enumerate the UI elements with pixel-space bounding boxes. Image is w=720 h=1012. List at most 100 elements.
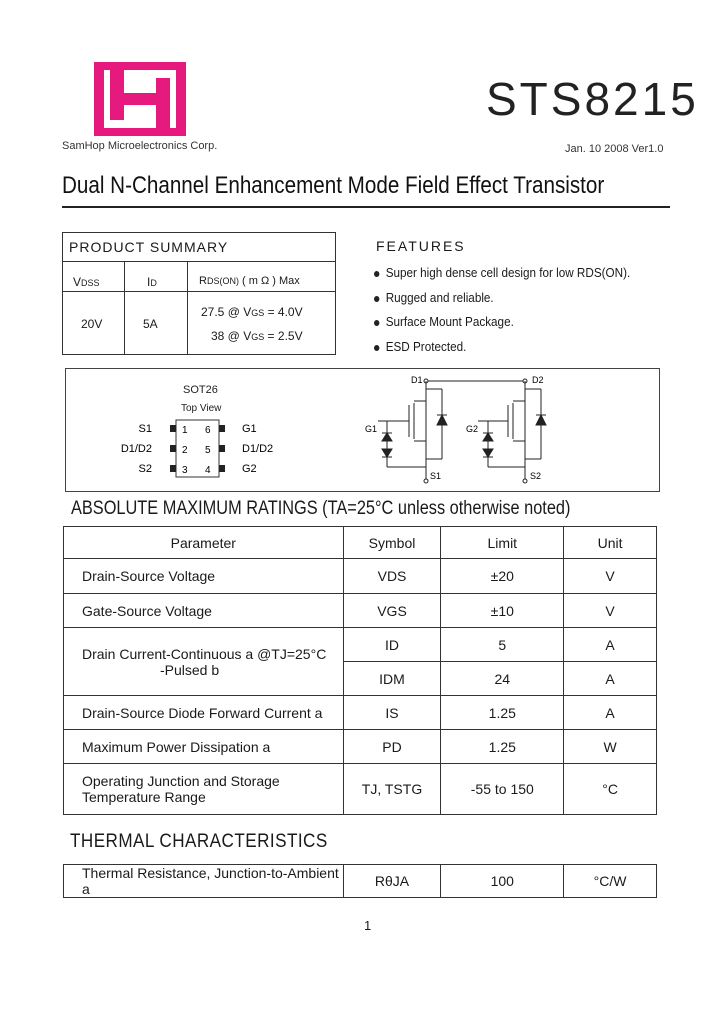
- header-symbol: Symbol: [342, 526, 442, 559]
- schematic-label: G1: [365, 424, 377, 434]
- unit-cell: A: [563, 627, 657, 662]
- limit-cell: -55 to 150: [440, 763, 565, 815]
- abs-max-condition: (TA=25°C unless otherwise noted): [322, 498, 571, 519]
- schematic-label: G2: [466, 424, 478, 434]
- unit-cell: V: [563, 593, 657, 628]
- unit-cell: °C/W: [563, 864, 657, 898]
- param-cell: Drain Current-Continuous a @TJ=25°C -Pul…: [63, 627, 344, 696]
- limit-cell: 100: [440, 864, 565, 898]
- header-parameter: Parameter: [63, 526, 344, 559]
- symbol-cell: ID: [342, 627, 442, 662]
- package-view: Top View: [181, 403, 222, 414]
- unit-cell: °C: [563, 763, 657, 815]
- product-summary-columns: [63, 261, 335, 292]
- symbol-cell: IS: [342, 695, 442, 730]
- package-name: SOT26: [183, 384, 218, 396]
- param-cell: Gate-Source Voltage: [63, 593, 344, 628]
- rds-value-2: 38 @ VGS = 2.5V: [211, 329, 303, 343]
- pin-label: G2: [242, 463, 257, 475]
- symbol-cell: VGS: [342, 593, 442, 628]
- rds-value-1: 27.5 @ VGS = 4.0V: [201, 305, 303, 319]
- schematic-label: S1: [430, 471, 441, 481]
- mosfet-1-schematic: [378, 378, 528, 484]
- param-cell: Thermal Resistance, Junction-to-Ambient …: [63, 864, 344, 898]
- divider: [124, 261, 125, 354]
- table-row: Operating Junction and Storage Temperatu…: [63, 763, 657, 815]
- header-limit: Limit: [440, 526, 565, 559]
- unit-cell: V: [563, 558, 657, 594]
- pin-label: S2: [139, 463, 152, 475]
- table-row: Maximum Power Dissipation a PD 1.25 W: [63, 729, 657, 764]
- limit-cell: ±10: [440, 593, 565, 628]
- schematic-label: D1: [411, 375, 423, 385]
- thermal-title: THERMAL CHARACTERISTICS: [70, 831, 328, 852]
- table-row: Thermal Resistance, Junction-to-Ambient …: [63, 864, 657, 898]
- pin-number: 4: [205, 465, 211, 476]
- mosfet-2-schematic: [478, 381, 547, 484]
- page-number: 1: [364, 918, 372, 933]
- pin-pad: [219, 425, 225, 432]
- header-unit: Unit: [563, 526, 657, 559]
- vdss-value: 20V: [81, 317, 103, 331]
- pinout-diagram-box: SOT26 Top View 1 2 3 6 5 4 S1 D1/D2 S2 G…: [65, 368, 660, 492]
- table-row: Drain-Source Diode Forward Current a IS …: [63, 695, 657, 730]
- pin-number: 1: [182, 425, 188, 436]
- pinout-diagram: SOT26 Top View 1 2 3 6 5 4 S1 D1/D2 S2 G…: [121, 375, 547, 484]
- col-vdss: VDSS: [73, 275, 100, 289]
- abs-max-title: ABSOLUTE MAXIMUM RATINGS (TA=25°C unless…: [71, 498, 571, 519]
- limit-cell: 1.25: [440, 729, 565, 764]
- table-row: Drain Current-Continuous a @TJ=25°C -Pul…: [63, 627, 657, 696]
- param-cell: Drain-Source Diode Forward Current a: [63, 695, 344, 730]
- schematic-label: S2: [530, 471, 541, 481]
- table-row: Drain-Source Voltage VDS ±20 V: [63, 558, 657, 594]
- symbol-cell: RθJA: [342, 864, 442, 898]
- samhop-logo: [94, 62, 186, 136]
- title-rule: [62, 206, 670, 208]
- feature-item: ESD Protected.: [374, 339, 630, 364]
- pin-number: 3: [182, 465, 188, 476]
- pin-label: D1/D2: [121, 443, 152, 455]
- table-header-row: Parameter Symbol Limit Unit: [63, 526, 657, 559]
- thermal-table: Thermal Resistance, Junction-to-Ambient …: [63, 864, 657, 898]
- param-cell: Drain-Source Voltage: [63, 558, 344, 594]
- feature-item: Surface Mount Package.: [374, 314, 630, 339]
- pin-number: 5: [205, 445, 211, 456]
- divider: [187, 261, 188, 354]
- col-id: ID: [147, 275, 157, 289]
- limit-cell: 24: [440, 661, 565, 696]
- feature-item: Super high dense cell design for low RDS…: [374, 265, 630, 290]
- document-title: Dual N-Channel Enhancement Mode Field Ef…: [62, 172, 605, 199]
- table-row: IDM 24 A: [64, 661, 657, 696]
- product-summary-table: PRODUCT SUMMARY VDSS ID RDS(ON) ( m Ω ) …: [62, 232, 336, 355]
- limit-cell: ±20: [440, 558, 565, 594]
- pin-pad: [170, 465, 176, 472]
- pin-label: S1: [139, 423, 152, 435]
- col-rds: RDS(ON) ( m Ω ) Max: [199, 275, 300, 287]
- date-version: Jan. 10 2008 Ver1.0: [565, 143, 664, 155]
- symbol-cell: VDS: [342, 558, 442, 594]
- pin-pad: [219, 445, 225, 452]
- param-cell: Maximum Power Dissipation a: [63, 729, 344, 764]
- unit-cell: A: [563, 661, 657, 696]
- part-number: STS8215: [486, 73, 699, 125]
- package-body: [175, 419, 220, 478]
- feature-item: Rugged and reliable.: [374, 290, 630, 315]
- id-value: 5A: [143, 317, 158, 331]
- table-row: Gate-Source Voltage VGS ±10 V: [63, 593, 657, 628]
- param-cell: Operating Junction and Storage Temperatu…: [63, 763, 344, 815]
- pin-number: 2: [182, 445, 188, 456]
- features-heading: FEATURES: [376, 238, 466, 254]
- limit-cell: 1.25: [440, 695, 565, 730]
- pin-pad: [219, 465, 225, 472]
- schematic-label: D2: [532, 375, 544, 385]
- product-summary-heading: PRODUCT SUMMARY: [63, 233, 335, 262]
- symbol-cell: PD: [342, 729, 442, 764]
- pin-number: 6: [205, 425, 211, 436]
- unit-cell: A: [563, 695, 657, 730]
- unit-cell: W: [563, 729, 657, 764]
- limit-cell: 5: [440, 627, 565, 662]
- symbol-cell: IDM: [342, 661, 442, 696]
- features-list: Super high dense cell design for low RDS…: [374, 265, 659, 363]
- pin-pad: [170, 425, 176, 432]
- abs-max-table: Parameter Symbol Limit Unit Drain-Source…: [63, 526, 657, 815]
